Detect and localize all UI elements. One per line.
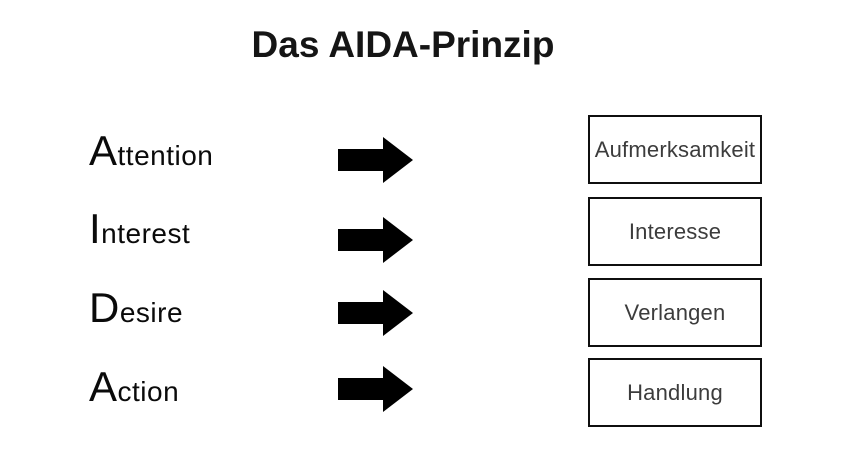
term-rest: nterest (101, 218, 191, 249)
term-action: Action (89, 366, 179, 413)
term-interest: Interest (89, 208, 190, 255)
right-arrow-icon (338, 217, 413, 263)
term-initial: A (89, 363, 118, 410)
term-initial: D (89, 284, 120, 331)
translation-box-action: Handlung (588, 358, 762, 427)
page-title: Das AIDA-Prinzip (251, 24, 555, 65)
right-arrow-icon (338, 137, 413, 183)
term-rest: esire (119, 297, 184, 328)
term-desire: Desire (89, 287, 183, 334)
right-arrow-icon (338, 290, 413, 336)
term-rest: ttention (117, 140, 214, 171)
term-initial: A (89, 127, 118, 174)
translation-label: Interesse (628, 218, 722, 244)
translation-label: Handlung (627, 379, 723, 405)
right-arrow-icon (338, 366, 413, 412)
term-attention: Attention (89, 130, 213, 177)
term-rest: ction (117, 376, 180, 407)
translation-label: Aufmerksamkeit (594, 136, 756, 162)
translation-box-interest: Interesse (588, 197, 762, 266)
translation-box-attention: Aufmerksamkeit (588, 115, 762, 184)
translation-label: Verlangen (624, 299, 726, 325)
term-initial: I (89, 205, 102, 252)
translation-box-desire: Verlangen (588, 278, 762, 347)
